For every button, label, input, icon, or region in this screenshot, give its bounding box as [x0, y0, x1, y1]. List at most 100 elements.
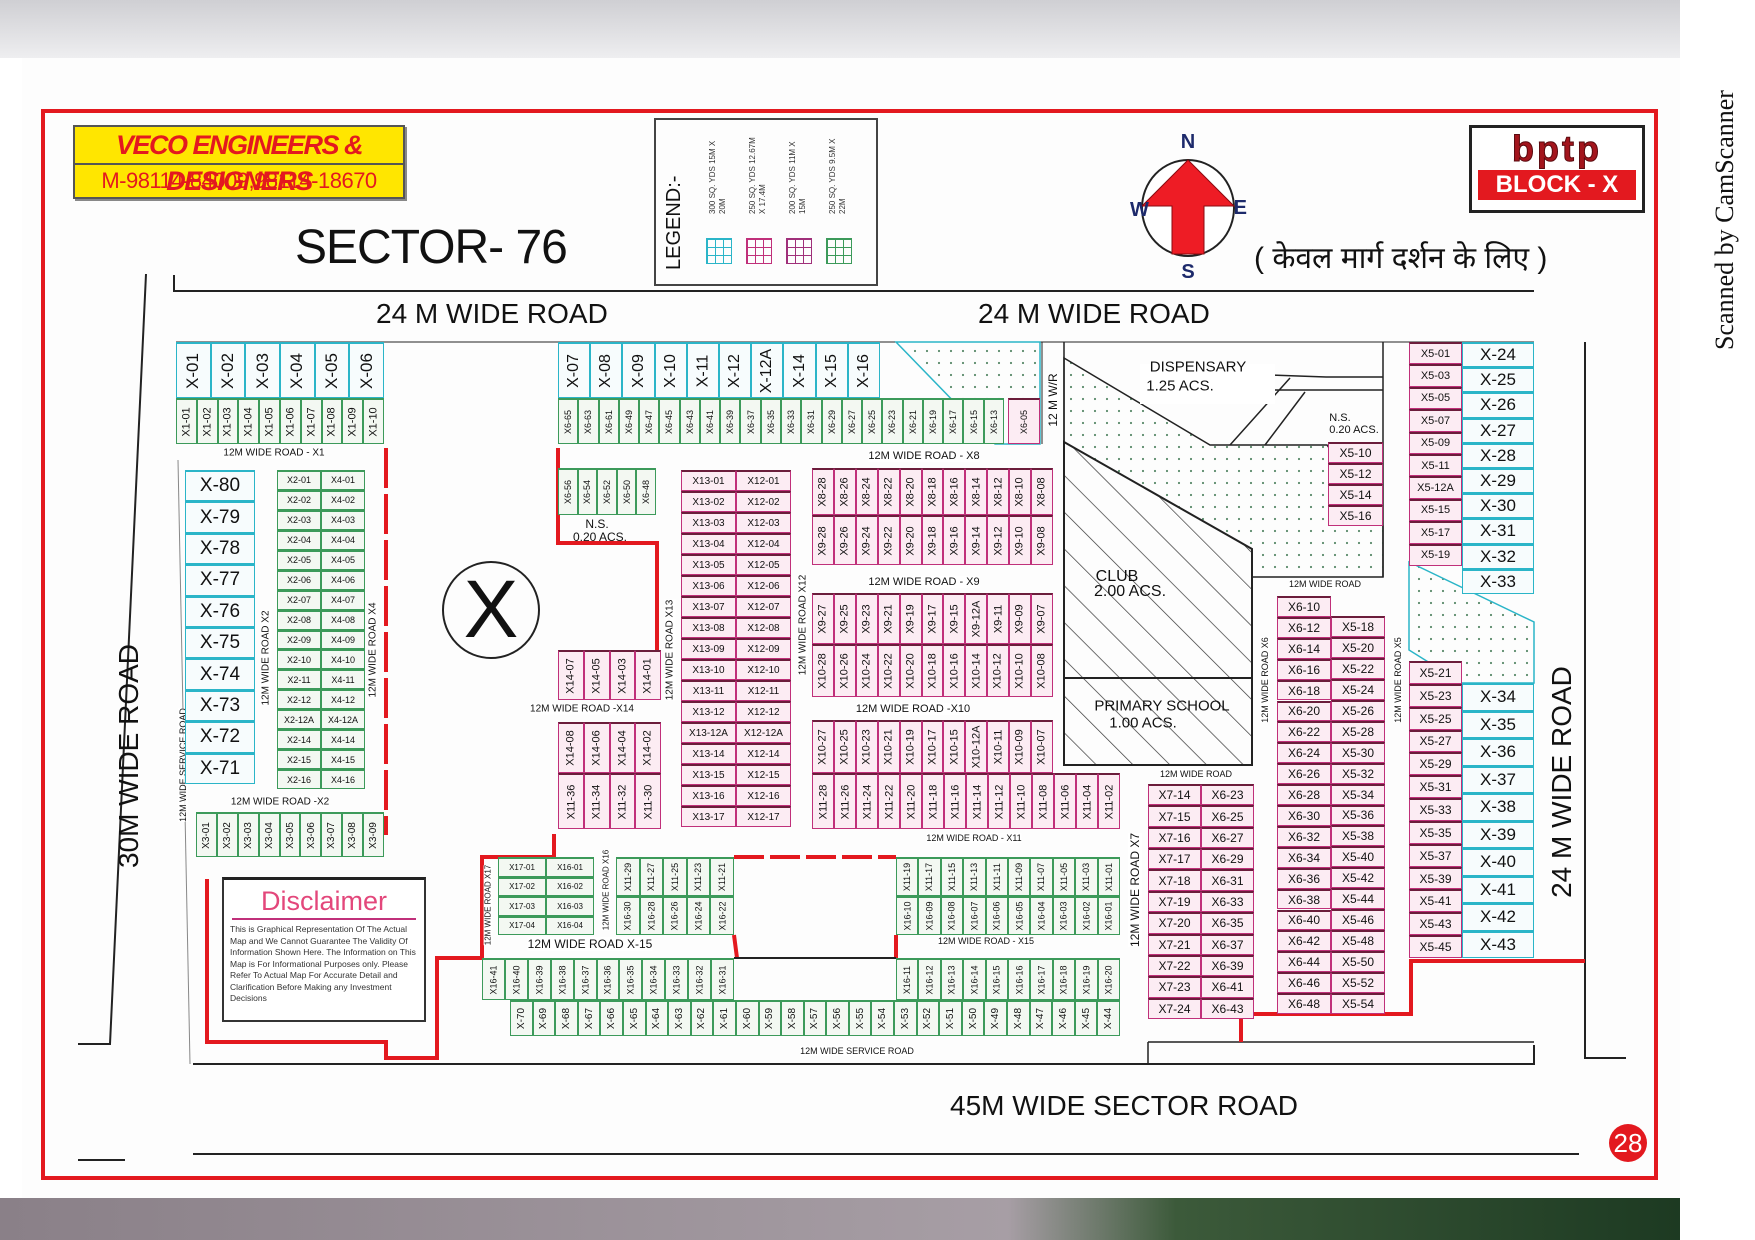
plot-x-44[interactable]: X-44: [1097, 1000, 1120, 1036]
plot-x5-23[interactable]: X5-23: [1409, 683, 1462, 707]
plot-x16-30[interactable]: X16-30: [616, 896, 640, 935]
plot-x6-19[interactable]: X6-19: [922, 398, 944, 444]
plot-x-67[interactable]: X-67: [577, 1000, 601, 1036]
plot-x12-14[interactable]: X12-14: [736, 743, 791, 764]
plot-x13-12[interactable]: X13-12: [681, 701, 736, 722]
plot-x-51[interactable]: X-51: [939, 1000, 962, 1036]
plot-x9-25[interactable]: X9-25: [833, 593, 856, 644]
plot-x11-27[interactable]: X11-27: [639, 857, 664, 896]
plot-x14-08[interactable]: X14-08: [558, 722, 584, 773]
plot-x11-13[interactable]: X11-13: [963, 857, 986, 896]
plot-x5-12a[interactable]: X5-12A: [1409, 476, 1462, 499]
plot-x13-10[interactable]: X13-10: [681, 659, 736, 680]
plot-x9-22[interactable]: X9-22: [877, 515, 900, 565]
plot-x6-33[interactable]: X6-33: [781, 398, 802, 444]
plot-x10-26[interactable]: X10-26: [833, 644, 856, 697]
plot-x1-06[interactable]: X1-06: [280, 398, 301, 444]
plot-x-39[interactable]: X-39: [1462, 820, 1534, 848]
plot-x7-17[interactable]: X7-17: [1148, 848, 1201, 870]
plot-x-25[interactable]: X-25: [1462, 367, 1534, 393]
plot-x-79[interactable]: X-79: [185, 501, 255, 533]
plot-x-33[interactable]: X-33: [1462, 568, 1534, 594]
plot-x-63[interactable]: X-63: [668, 1000, 691, 1036]
plot-x6-38[interactable]: X6-38: [1277, 888, 1331, 910]
plot-x1-08[interactable]: X1-08: [321, 398, 343, 444]
plot-x7-20[interactable]: X7-20: [1148, 912, 1201, 934]
plot-x9-12[interactable]: X9-12: [987, 515, 1010, 565]
plot-x13-09[interactable]: X13-09: [681, 638, 736, 659]
plot-x16-19[interactable]: X16-19: [1075, 958, 1098, 1000]
plot-x17-04[interactable]: X17-04: [498, 915, 546, 935]
plot-x16-38[interactable]: X16-38: [550, 958, 574, 1000]
plot-x8-16[interactable]: X8-16: [943, 468, 966, 515]
plot-x6-27[interactable]: X6-27: [841, 398, 863, 444]
plot-x13-11[interactable]: X13-11: [681, 680, 736, 701]
plot-x13-14[interactable]: X13-14: [681, 743, 736, 764]
plot-x5-19[interactable]: X5-19: [1409, 543, 1462, 566]
plot-x6-39[interactable]: X6-39: [1201, 954, 1254, 977]
plot-x17-03[interactable]: X17-03: [498, 896, 546, 916]
plot-x10-27[interactable]: X10-27: [812, 720, 834, 773]
plot-x16-15[interactable]: X16-15: [985, 958, 1008, 1000]
plot-x16-31[interactable]: X16-31: [711, 958, 734, 1000]
plot-x6-31[interactable]: X6-31: [1201, 869, 1254, 891]
plot-x-27[interactable]: X-27: [1462, 417, 1534, 443]
plot-x1-04[interactable]: X1-04: [238, 398, 260, 444]
plot-x2-04[interactable]: X2-04: [277, 529, 321, 550]
plot-x4-09[interactable]: X4-09: [321, 629, 365, 650]
plot-x11-12[interactable]: X11-12: [988, 773, 1010, 829]
plot-x6-14[interactable]: X6-14: [1277, 637, 1331, 659]
plot-x-29[interactable]: X-29: [1462, 468, 1534, 494]
plot-x5-45[interactable]: X5-45: [1409, 935, 1462, 958]
plot-x7-22[interactable]: X7-22: [1148, 954, 1201, 977]
plot-x16-22[interactable]: X16-22: [710, 896, 734, 935]
plot-x2-12[interactable]: X2-12: [277, 689, 321, 710]
plot-x12-17[interactable]: X12-17: [736, 806, 791, 827]
plot-x11-36[interactable]: X11-36: [558, 773, 584, 829]
plot-x9-21[interactable]: X9-21: [877, 593, 900, 644]
plot-x10-17[interactable]: X10-17: [921, 720, 944, 773]
plot-x9-28[interactable]: X9-28: [812, 515, 834, 565]
plot-x13-01[interactable]: X13-01: [681, 470, 736, 491]
plot-x11-04[interactable]: X11-04: [1076, 773, 1098, 829]
plot-x-73[interactable]: X-73: [185, 689, 255, 722]
plot-x7-23[interactable]: X7-23: [1148, 976, 1201, 998]
plot-x6-24[interactable]: X6-24: [1277, 742, 1331, 764]
plot-x-42[interactable]: X-42: [1462, 903, 1534, 931]
plot-x6-36[interactable]: X6-36: [1277, 867, 1331, 889]
plot-x13-03[interactable]: X13-03: [681, 512, 736, 533]
plot-x-62[interactable]: X-62: [690, 1000, 714, 1036]
plot-x12-06[interactable]: X12-06: [736, 575, 791, 596]
plot-x1-02[interactable]: X1-02: [196, 398, 218, 444]
plot-x5-11[interactable]: X5-11: [1409, 454, 1462, 477]
plot-x5-26[interactable]: X5-26: [1331, 699, 1385, 721]
plot-x11-03[interactable]: X11-03: [1075, 857, 1098, 896]
plot-x6-22[interactable]: X6-22: [1277, 721, 1331, 743]
plot-x5-16[interactable]: X5-16: [1328, 505, 1383, 526]
plot-x16-20[interactable]: X16-20: [1097, 958, 1120, 1000]
plot-x2-03[interactable]: X2-03: [277, 509, 321, 530]
plot-x8-10[interactable]: X8-10: [1009, 468, 1032, 515]
plot-x3-01[interactable]: X3-01: [196, 812, 217, 857]
plot-x-68[interactable]: X-68: [555, 1000, 578, 1036]
plot-x11-16[interactable]: X11-16: [944, 773, 966, 829]
plot-x6-48[interactable]: X6-48: [1277, 993, 1331, 1014]
plot-x-46[interactable]: X-46: [1052, 1000, 1075, 1036]
plot-x2-16[interactable]: X2-16: [277, 769, 321, 789]
plot-x5-38[interactable]: X5-38: [1331, 825, 1385, 847]
plot-x11-19[interactable]: X11-19: [896, 857, 919, 896]
plot-x-72[interactable]: X-72: [185, 721, 255, 753]
plot-x-69[interactable]: X-69: [532, 1000, 556, 1036]
plot-x-65[interactable]: X-65: [622, 1000, 646, 1036]
plot-x11-17[interactable]: X11-17: [918, 857, 941, 896]
plot-x-06[interactable]: X-06: [349, 342, 384, 398]
plot-x11-14[interactable]: X11-14: [966, 773, 988, 829]
plot-x10-08[interactable]: X10-08: [1031, 644, 1053, 697]
plot-x2-11[interactable]: X2-11: [277, 669, 321, 690]
plot-x9-18[interactable]: X9-18: [921, 515, 944, 565]
plot-x16-18[interactable]: X16-18: [1052, 958, 1076, 1000]
plot-x16-11[interactable]: X16-11: [896, 958, 919, 1000]
plot-x1-03[interactable]: X1-03: [217, 398, 239, 444]
plot-x-61[interactable]: X-61: [713, 1000, 736, 1036]
plot-x2-08[interactable]: X2-08: [277, 609, 321, 630]
